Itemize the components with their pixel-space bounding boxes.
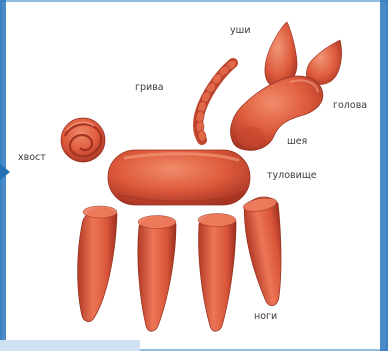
label-mane: грива [135, 82, 164, 93]
label-body: туловище [267, 170, 317, 181]
bottom-left-band [0, 340, 140, 351]
label-legs: ноги [254, 311, 277, 322]
label-head: голова [333, 100, 367, 111]
label-ears: уши [230, 25, 251, 36]
body-piece [108, 150, 250, 205]
label-tail: хвост [18, 152, 46, 163]
tail-piece [61, 118, 105, 162]
label-neck: шея [287, 136, 307, 147]
right-border-bar [380, 0, 388, 351]
